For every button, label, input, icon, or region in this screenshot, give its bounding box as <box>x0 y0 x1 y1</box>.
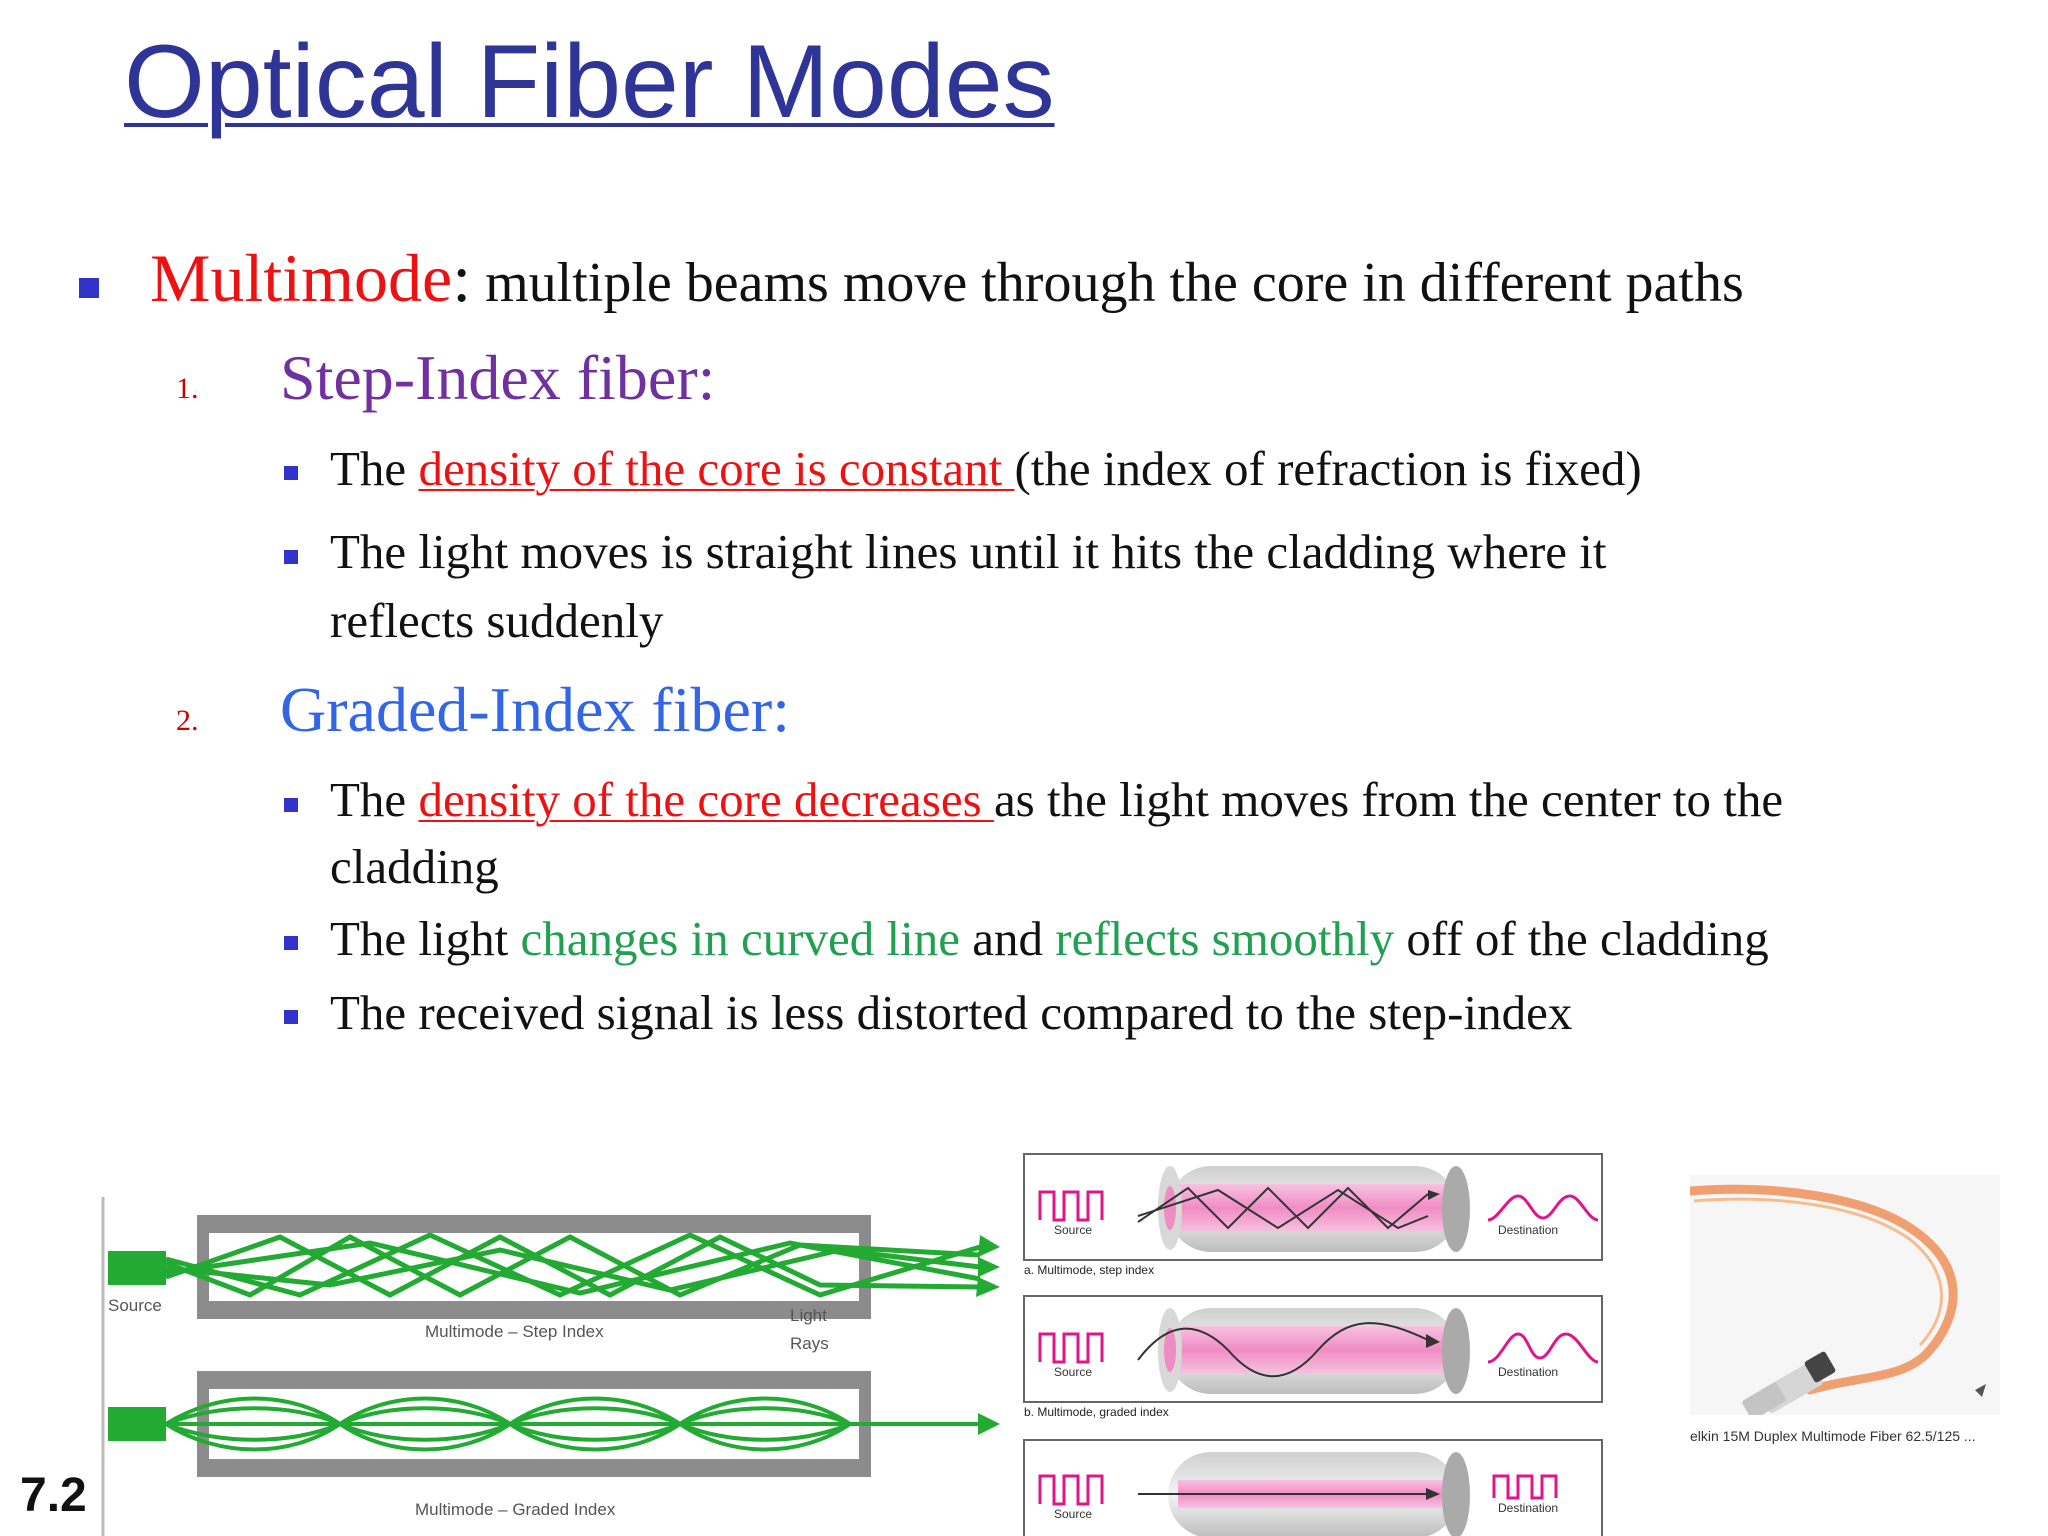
step-index-bullet-2-line-1: The light moves is straight lines until … <box>330 524 1607 579</box>
destination-label-a: Destination <box>1498 1223 1558 1237</box>
destination-pulse-c <box>1492 1474 1558 1500</box>
graded-index-bullet-1-line-2: cladding <box>330 839 499 894</box>
multimode-colon: : <box>452 240 472 316</box>
step-b1-pre: The <box>330 441 419 496</box>
graded-source-block <box>108 1407 166 1441</box>
multimode-term: Multimode <box>150 240 453 316</box>
source-label-c: Source <box>1054 1507 1092 1521</box>
graded-b2-green-2: reflects smoothly <box>1055 911 1395 966</box>
destination-pulse-a <box>1487 1194 1599 1222</box>
source-pulse-a <box>1038 1190 1104 1222</box>
graded-b1-pre: The <box>330 772 419 827</box>
graded-b2-post: off of the cladding <box>1394 911 1769 966</box>
step-index-rays <box>165 1232 981 1298</box>
graded-b2-mid: and <box>960 911 1056 966</box>
slide-number: 7.2 <box>20 1469 87 1522</box>
orange-fiber-cable <box>1690 1184 1958 1395</box>
caption-step-index: a. Multimode, step index <box>1024 1263 1154 1277</box>
cable-caption: elkin 15M Duplex Multimode Fiber 62.5/12… <box>1690 1428 1976 1444</box>
list-number-2: 2. <box>176 704 199 737</box>
step-index-bullet-2-line-2: reflects suddenly <box>330 593 664 648</box>
multimode-bullet: Multimode: multiple beams move through t… <box>150 238 1744 323</box>
step-ray-a <box>1137 1186 1429 1230</box>
source-pulse-b <box>1038 1332 1104 1364</box>
bullet-square-icon <box>284 936 298 950</box>
graded-index-rays <box>164 1396 980 1452</box>
lc-connector <box>1742 1351 1836 1415</box>
list-number-1: 1. <box>176 372 199 405</box>
bullet-square-icon <box>284 798 298 812</box>
source-pulse-c <box>1038 1474 1104 1506</box>
step-source-block <box>108 1251 166 1285</box>
caption-graded-index: b. Multimode, graded index <box>1024 1405 1169 1419</box>
bullet-square-icon <box>284 466 298 480</box>
bullet-square-icon <box>284 550 298 564</box>
expand-icon <box>1975 1384 1986 1397</box>
graded-index-label: Multimode – Graded Index <box>415 1500 616 1519</box>
destination-pulse-b <box>1487 1332 1599 1364</box>
step-index-bullet-1: The density of the core is constant (the… <box>330 434 1642 504</box>
graded-b2-green-1: changes in curved line <box>520 911 960 966</box>
graded-index-heading: Graded-Index fiber: <box>280 674 790 745</box>
graded-index-bullet-1: The density of the core decreases as the… <box>330 765 1783 835</box>
step-b1-highlight: density of the core is constant <box>418 441 1015 496</box>
step-b1-post: (the index of refraction is fixed) <box>1014 441 1642 496</box>
source-label-a: Source <box>1054 1223 1092 1237</box>
graded-b2-pre: The light <box>330 911 521 966</box>
page-title: Optical Fiber Modes <box>124 24 1055 140</box>
source-label-b: Source <box>1054 1365 1092 1379</box>
bullet-square-icon <box>79 278 99 298</box>
multimode-description: multiple beams move through the core in … <box>471 252 1744 314</box>
destination-label-c: Destination <box>1498 1501 1558 1515</box>
graded-ray-b <box>1137 1322 1429 1378</box>
graded-index-bullet-3: The received signal is less distorted co… <box>330 985 1573 1040</box>
step-index-heading: Step-Index fiber: <box>280 342 716 413</box>
multimode-signal-diagram: Source Destination a. Multimode, step in… <box>1023 1153 1603 1536</box>
step-index-label: Multimode – Step Index <box>425 1322 604 1341</box>
multimode-rays-diagram: Source Multimode – Step Index Multimode … <box>100 1195 1000 1536</box>
graded-b1-post: as the light moves from the center to th… <box>993 772 1784 827</box>
fiber-cable-photo <box>1690 1175 2000 1415</box>
bullet-square-icon <box>284 1010 298 1024</box>
light-rays-label-1: Light <box>790 1306 827 1325</box>
light-rays-label-2: Rays <box>790 1334 829 1353</box>
diagram-source-label: Source <box>108 1296 162 1315</box>
destination-label-b: Destination <box>1498 1365 1558 1379</box>
graded-index-bullet-2: The light changes in curved line and ref… <box>330 904 1769 974</box>
graded-b1-highlight: density of the core decreases <box>418 772 994 827</box>
